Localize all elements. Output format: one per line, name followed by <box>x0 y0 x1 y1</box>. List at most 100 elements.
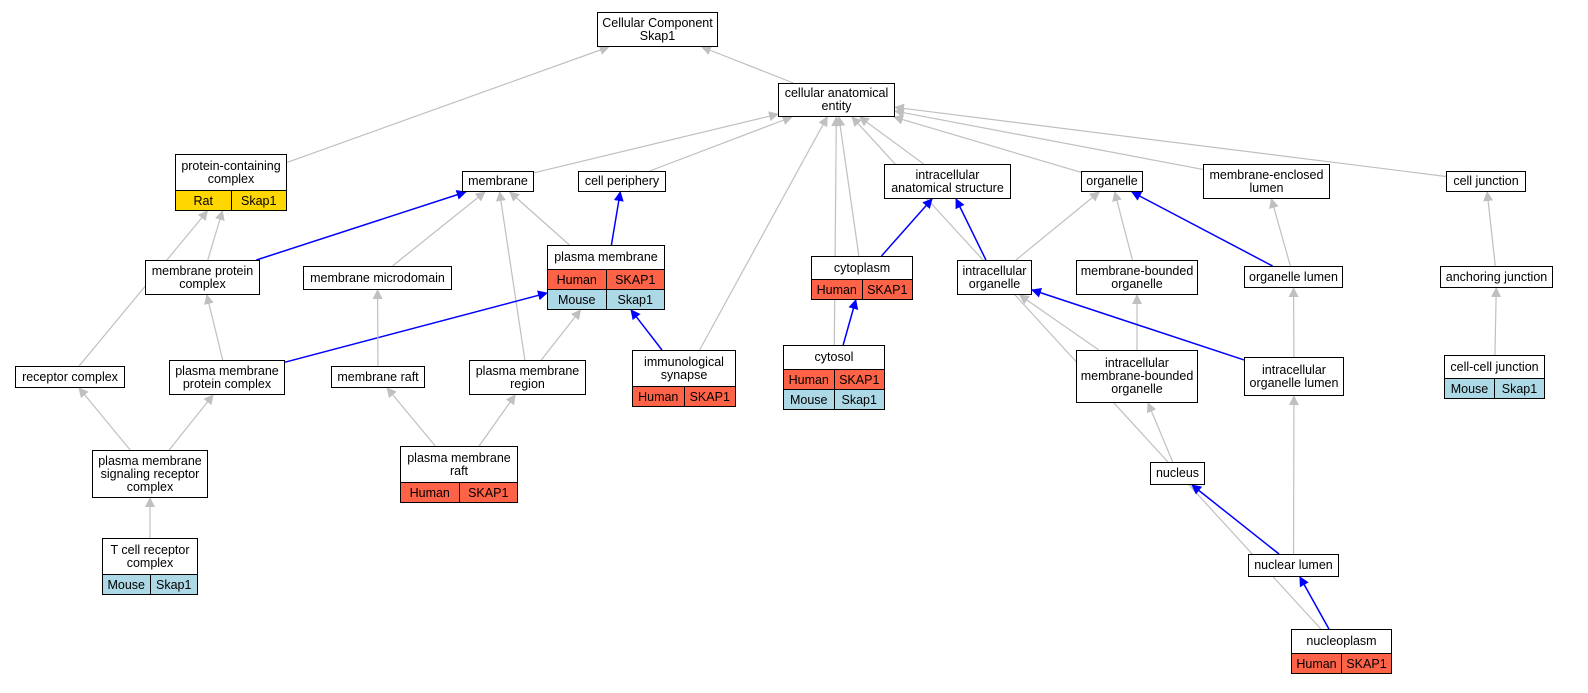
term-label: organelle lumen <box>1249 269 1338 284</box>
term-node-imbo[interactable]: intracellular membrane-bounded organelle <box>1076 350 1198 403</box>
edge-pmraft-to-mraft <box>386 387 436 447</box>
species-cell: Mouse <box>1450 381 1489 396</box>
species-cell: Human <box>638 389 679 404</box>
term-label: plasma membrane raft <box>407 450 511 478</box>
edge-is-to-cae <box>699 116 828 351</box>
term-node-nlumen[interactable]: nuclear lumen <box>1248 554 1339 577</box>
term-label: intracellular membrane-bounded organelle <box>1080 356 1194 396</box>
term-node-membrane[interactable]: membrane <box>462 171 534 192</box>
term-node-pmpc[interactable]: plasma membrane protein complex <box>169 360 285 395</box>
term-node-iol[interactable]: intracellular organelle lumen <box>1244 357 1344 396</box>
edge-ol-to-organelle <box>1131 191 1273 267</box>
term-label: membrane-enclosed lumen <box>1209 167 1324 195</box>
term-node-organelle[interactable]: organelle <box>1081 171 1143 192</box>
edge-pmpc-to-mpc <box>204 294 224 361</box>
term-label: cell-cell junction <box>1450 359 1539 374</box>
gene-cell: Skap1 <box>149 575 198 594</box>
gene-cell: Skap1 <box>833 390 885 409</box>
species-cell: Mouse <box>107 577 146 592</box>
term-node-nucleus[interactable]: nucleus <box>1150 462 1205 485</box>
edge-pcc-to-root <box>286 45 610 163</box>
gene-cell: Skap1 <box>230 191 287 210</box>
term-label: membrane protein complex <box>151 263 254 291</box>
edge-pmpc-to-pm <box>284 290 548 363</box>
edge-cae-to-root <box>701 45 794 84</box>
species-cell: Rat <box>193 193 213 208</box>
term-node-mbo[interactable]: membrane-bounded organelle <box>1076 260 1198 295</box>
term-label: cytoplasm <box>833 260 891 275</box>
edge-cytoplasm-to-cae <box>835 116 860 257</box>
edge-cellperiph-to-cae <box>649 115 793 172</box>
term-node-pmsrc[interactable]: plasma membrane signaling receptor compl… <box>92 450 208 498</box>
gene-cell: SKAP1 <box>683 387 736 406</box>
term-node-mel[interactable]: membrane-enclosed lumen <box>1203 164 1330 199</box>
edge-iol-to-io <box>1031 287 1245 361</box>
term-node-ol[interactable]: organelle lumen <box>1244 266 1343 288</box>
gene-cell: Skap1 <box>1494 379 1544 398</box>
edge-rc-to-pcc <box>78 210 209 367</box>
term-label: organelle <box>1086 174 1138 188</box>
term-node-cae[interactable]: cellular anatomical entity <box>778 83 895 117</box>
term-node-root[interactable]: Cellular Component Skap1 <box>597 12 718 47</box>
edge-pmr-to-pm <box>540 309 582 361</box>
term-node-celljunction[interactable]: cell junction <box>1446 171 1526 192</box>
annotation-row-mouse: Mouse Skap1 <box>1445 378 1544 398</box>
term-node-mraft[interactable]: membrane raft <box>331 366 425 388</box>
gene-cell: SKAP1 <box>833 370 885 389</box>
gene-cell: SKAP1 <box>861 280 913 299</box>
term-node-pmr[interactable]: plasma membrane region <box>469 360 586 395</box>
edge-ccj-to-aj <box>1491 287 1502 356</box>
edge-pm-to-membrane <box>509 191 570 246</box>
edge-mbo-to-organelle <box>1112 191 1134 261</box>
edge-pmr-to-membrane <box>495 191 526 361</box>
term-label: cell periphery <box>584 174 660 188</box>
term-node-rc[interactable]: receptor complex <box>15 366 125 388</box>
term-node-ias[interactable]: intracellular anatomical structure <box>884 164 1011 199</box>
term-label: intracellular organelle <box>962 263 1027 291</box>
term-label: plasma membrane protein complex <box>175 363 279 391</box>
term-label: protein-containing complex <box>181 158 281 186</box>
term-node-mpc[interactable]: membrane protein complex <box>145 260 260 295</box>
term-label: immunological synapse <box>644 354 724 382</box>
term-node-cellperiph[interactable]: cell periphery <box>578 171 666 192</box>
species-cell: Human <box>556 272 597 287</box>
term-node-aj[interactable]: anchoring junction <box>1440 266 1553 288</box>
edge-mel-to-cae <box>894 107 1204 171</box>
edge-pmsrc-to-pmpc <box>168 394 214 451</box>
edge-membrane-to-cae <box>533 111 779 174</box>
annotation-row-mouse: Mouse Skap1 <box>784 389 884 409</box>
term-label: cell junction <box>1453 174 1519 188</box>
gene-cell: Skap1 <box>605 290 665 309</box>
edge-mmd-to-membrane <box>392 191 486 267</box>
edge-imbo-to-io <box>1018 294 1100 351</box>
term-label: nuclear lumen <box>1254 558 1333 572</box>
term-node-io[interactable]: intracellular organelle <box>957 260 1032 295</box>
edge-nucleus-to-imbo <box>1146 402 1174 463</box>
term-label: T cell receptor complex <box>110 542 190 570</box>
species-cell: Mouse <box>789 392 828 407</box>
species-cell: Human <box>1296 656 1337 671</box>
term-label: receptor complex <box>22 369 118 384</box>
edge-nlumen-to-nucleus <box>1191 484 1280 555</box>
edge-ol-to-mel <box>1269 198 1291 267</box>
term-label: membrane microdomain <box>310 270 445 285</box>
edge-cytosol-to-cae <box>831 116 842 346</box>
term-node-mmd[interactable]: membrane microdomain <box>303 266 452 290</box>
term-label: plasma membrane signaling receptor compl… <box>98 453 202 494</box>
